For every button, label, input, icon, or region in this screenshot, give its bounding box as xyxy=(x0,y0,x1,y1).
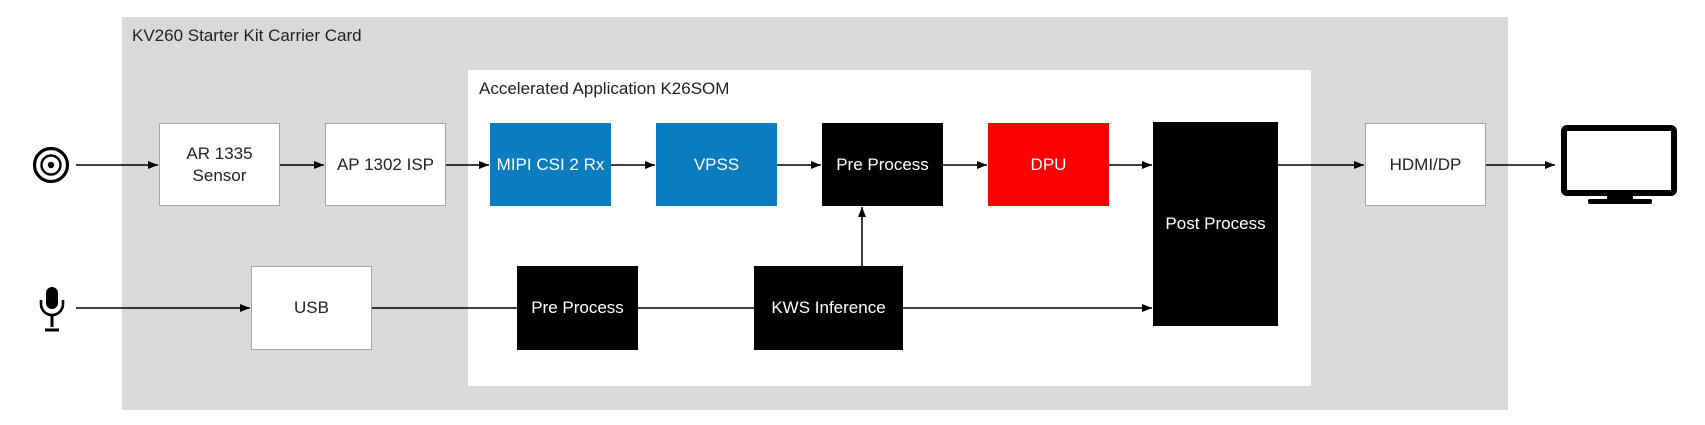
hdmi-dp-block: HDMI/DP xyxy=(1365,123,1486,206)
hdmi-dp-label: HDMI/DP xyxy=(1389,154,1462,174)
mipi-csi-rx-block: MIPI CSI 2 Rx xyxy=(490,123,611,206)
vpss-label: VPSS xyxy=(693,154,740,174)
dpu-label: DPU xyxy=(1030,154,1067,174)
dpu-block: DPU xyxy=(988,123,1109,206)
ap1302-isp-block: AP 1302 ISP xyxy=(325,123,446,206)
usb-label: USB xyxy=(294,298,329,318)
kws-inference-block: KWS Inference xyxy=(754,266,903,350)
microphone-icon xyxy=(39,287,65,332)
audio-pre-process-label: Pre Process xyxy=(531,298,624,318)
post-process-label: Post Process xyxy=(1165,214,1266,234)
carrier-card-label: KV260 Starter Kit Carrier Card xyxy=(132,26,362,45)
video-pre-process-block: Pre Process xyxy=(822,123,943,206)
video-pre-process-label: Pre Process xyxy=(836,154,929,174)
ar1335-sensor-label: AR 1335 Sensor xyxy=(186,144,253,185)
ap1302-isp-label: AP 1302 ISP xyxy=(336,154,435,174)
monitor-icon xyxy=(1561,125,1677,204)
accelerated-app-label: Accelerated Application K26SOM xyxy=(479,79,730,98)
mipi-csi-rx-label: MIPI CSI 2 Rx xyxy=(496,154,605,174)
post-process-block: Post Process xyxy=(1153,122,1278,326)
usb-block: USB xyxy=(251,266,372,350)
audio-pre-process-block: Pre Process xyxy=(517,266,638,350)
vpss-block: VPSS xyxy=(656,123,777,206)
ar1335-sensor-block: AR 1335 Sensor xyxy=(159,123,280,206)
kws-inference-label: KWS Inference xyxy=(771,298,886,318)
camera-icon xyxy=(32,146,70,184)
